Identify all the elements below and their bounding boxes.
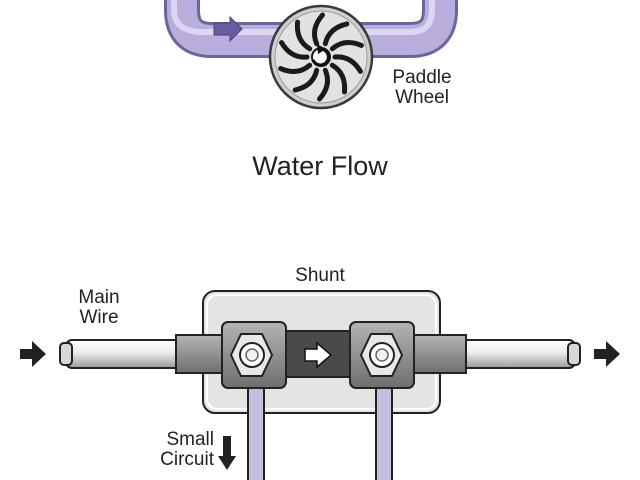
right-arrow-icon bbox=[20, 341, 46, 367]
paddle-blade bbox=[322, 21, 350, 47]
small-circuit-label: Small Circuit bbox=[134, 430, 214, 470]
shunt-label: Shunt bbox=[295, 265, 345, 286]
water-flow-arrow bbox=[213, 15, 243, 43]
terminal-left bbox=[221, 321, 287, 389]
paddle-blade bbox=[279, 40, 310, 60]
paddle-blade bbox=[294, 19, 313, 52]
main-wire-label-line1: Main bbox=[78, 287, 120, 308]
terminal-right bbox=[349, 321, 415, 389]
paddle-blade bbox=[316, 67, 330, 102]
small-circuit-wires bbox=[247, 371, 393, 480]
right-arrow-icon bbox=[304, 341, 333, 369]
main-wire-label-line2: Wire bbox=[79, 306, 119, 328]
main-wire-right bbox=[454, 339, 581, 369]
paddle-blade bbox=[312, 12, 326, 47]
water-flow-title: Water Flow bbox=[252, 151, 388, 181]
main-wire-label: Main Wire bbox=[62, 288, 136, 328]
small-circuit-label-line2: Circuit bbox=[160, 448, 214, 470]
main-wire-left bbox=[59, 339, 187, 369]
rotation-icon bbox=[311, 44, 330, 67]
paddle-wheel-label-line1: Paddle bbox=[392, 67, 452, 88]
paddle-blade bbox=[292, 67, 320, 93]
paddle-wheel bbox=[268, 4, 374, 110]
right-arrow-icon bbox=[213, 15, 243, 43]
paddle-blades bbox=[278, 12, 364, 102]
paddle-blade bbox=[329, 62, 348, 95]
paddle-wheel-label-line2: Wheel bbox=[395, 86, 449, 108]
paddle-blade bbox=[278, 62, 313, 74]
right-arrow-icon bbox=[594, 341, 620, 367]
water-pipe-loop bbox=[164, 0, 458, 58]
paddle-wheel-label: Paddle Wheel bbox=[378, 68, 466, 108]
paddle-blade bbox=[332, 54, 363, 74]
small-circuit-label-line1: Small bbox=[166, 429, 214, 450]
down-arrow-icon bbox=[218, 436, 236, 470]
paddle-blade bbox=[329, 40, 364, 52]
